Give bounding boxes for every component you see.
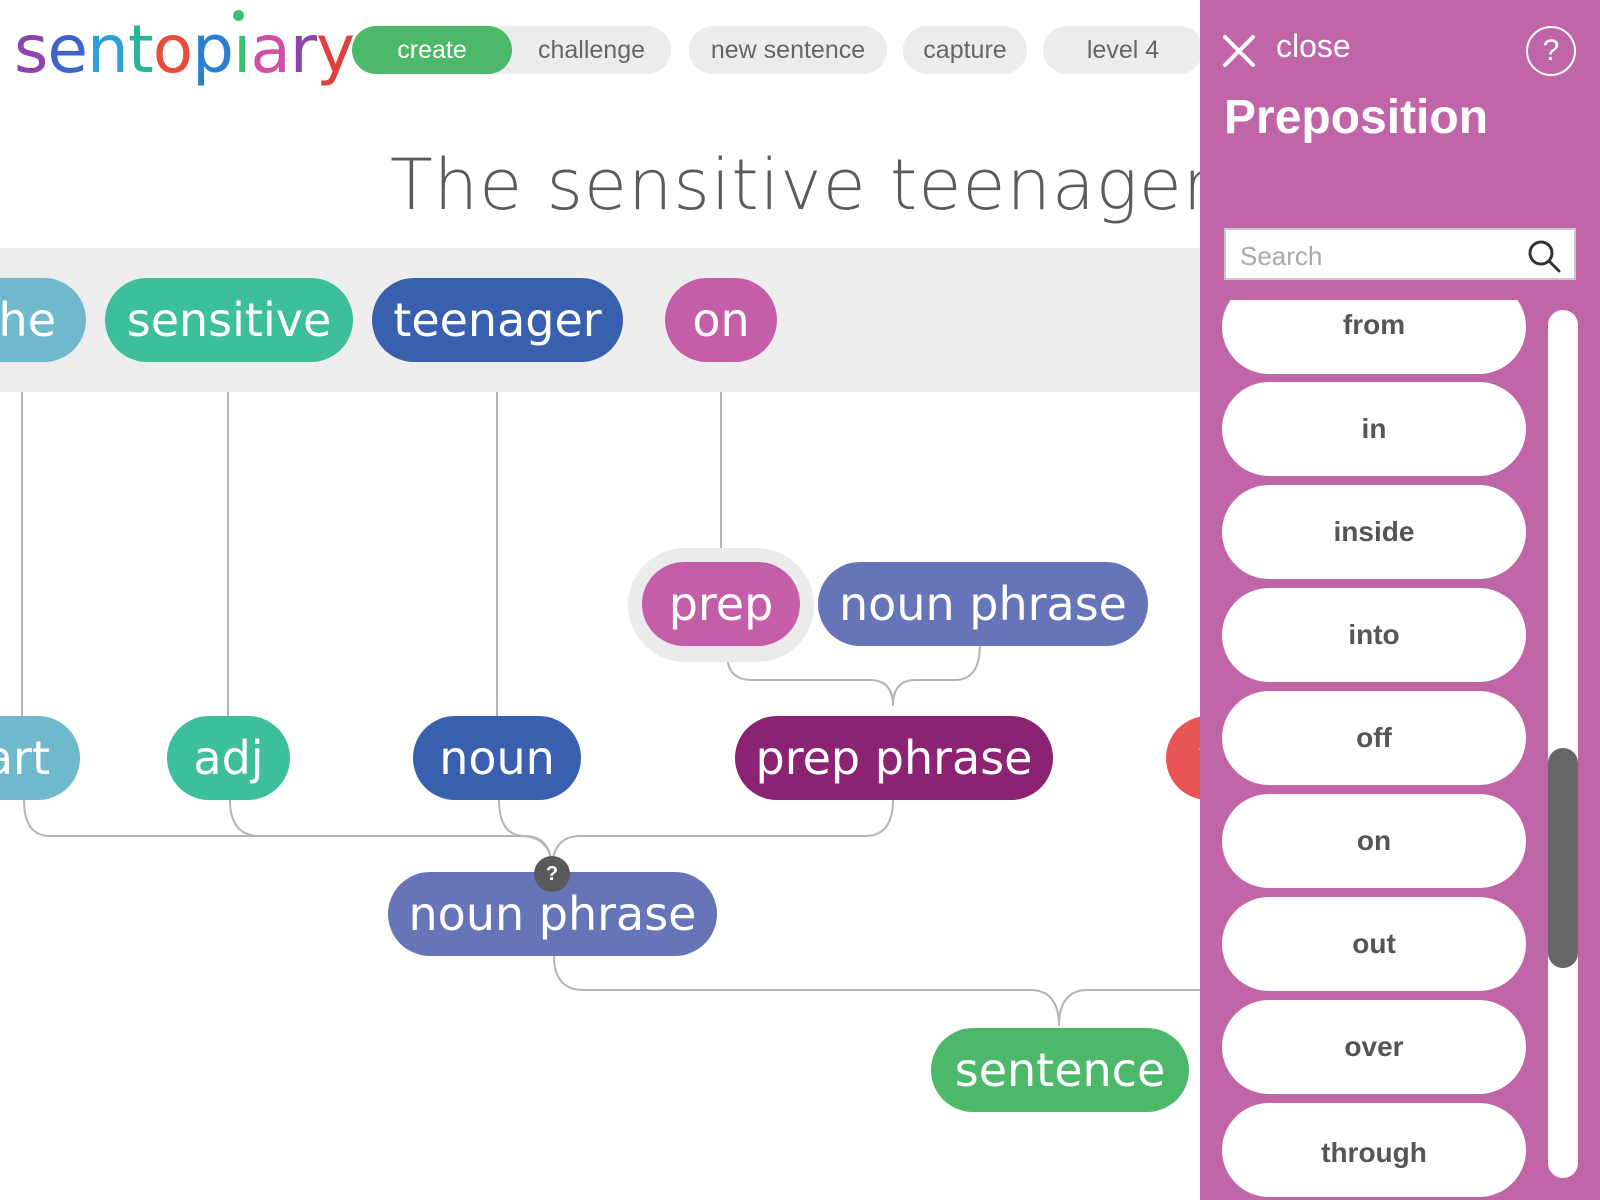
scrollbar-track[interactable] (1548, 310, 1578, 1178)
list-item[interactable]: out (1222, 897, 1526, 991)
mode-toggle: create challenge (352, 26, 671, 74)
prep-phrase-node[interactable]: prep phrase (735, 716, 1053, 800)
preposition-list: from in inside into off on out over thro… (1222, 300, 1528, 1200)
help-marker-icon[interactable]: ? (534, 856, 570, 892)
challenge-mode-button[interactable]: challenge (537, 36, 646, 64)
list-item[interactable]: off (1222, 691, 1526, 785)
logo-letter: p (192, 11, 234, 88)
close-button[interactable]: close (1276, 28, 1351, 64)
app-logo: sentopıary (14, 10, 355, 90)
adj-node[interactable]: adj (167, 716, 290, 800)
list-item[interactable]: through (1222, 1103, 1526, 1197)
panel-title: Preposition (1224, 91, 1489, 144)
logo-letter: n (87, 11, 129, 88)
sentence-node[interactable]: sentence (931, 1028, 1189, 1112)
sentence-heading: The sensitive teenager on (390, 144, 1326, 226)
capture-button[interactable]: capture (903, 26, 1027, 74)
logo-dot (233, 10, 244, 21)
search-box (1224, 228, 1576, 280)
list-item[interactable]: inside (1222, 485, 1526, 579)
logo-letter: y (315, 11, 355, 88)
noun-node[interactable]: noun (413, 716, 581, 800)
list-item[interactable]: into (1222, 588, 1526, 682)
word-on[interactable]: on (665, 278, 777, 362)
word-the-label: the (0, 293, 56, 347)
logo-letter: ı (233, 11, 251, 88)
scrollbar-thumb[interactable] (1548, 748, 1578, 968)
search-input[interactable] (1238, 238, 1522, 274)
tree-connectors (21, 355, 1200, 1027)
logo-letter: o (152, 11, 193, 88)
preposition-panel: close ? Preposition from in inside into … (1200, 0, 1600, 1200)
word-teenager[interactable]: teenager (372, 278, 623, 362)
list-item[interactable]: over (1222, 1000, 1526, 1094)
search-icon[interactable] (1526, 238, 1562, 274)
word-sensitive[interactable]: sensitive (105, 278, 353, 362)
logo-letter: t (127, 11, 154, 88)
word-the[interactable]: the (0, 278, 86, 362)
help-icon[interactable]: ? (1526, 26, 1576, 76)
list-item[interactable]: in (1222, 382, 1526, 476)
level-button[interactable]: level 4 (1043, 26, 1203, 74)
noun-phrase-node-top[interactable]: noun phrase (818, 562, 1148, 646)
logo-letter: s (14, 11, 48, 88)
prep-node[interactable]: prep (642, 562, 800, 646)
logo-letter: e (47, 11, 88, 88)
logo-letter: r (289, 11, 317, 88)
list-item[interactable]: from (1222, 300, 1526, 374)
create-mode-button[interactable]: create (352, 26, 512, 74)
close-icon[interactable] (1222, 34, 1256, 68)
new-sentence-button[interactable]: new sentence (689, 26, 887, 74)
art-node[interactable]: art (0, 716, 80, 800)
logo-letter: a (250, 11, 290, 88)
list-item[interactable]: on (1222, 794, 1526, 888)
art-node-label: art (0, 731, 50, 785)
